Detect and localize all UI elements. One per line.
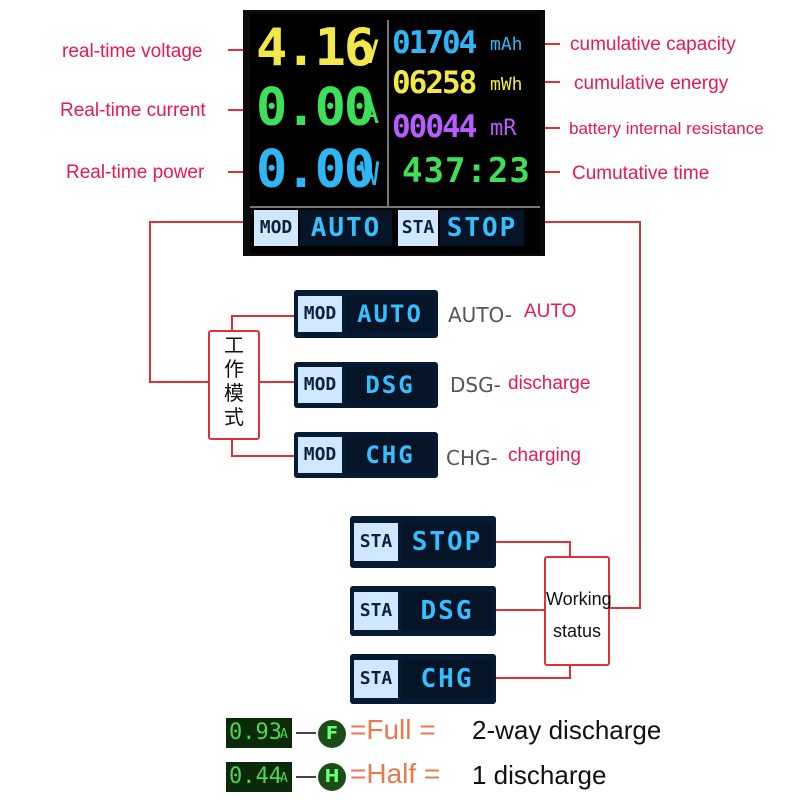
work-mode-char-4: 式 [224, 407, 244, 429]
work-mode-char-2: 作 [224, 359, 244, 381]
status-value: STOP [402, 523, 492, 561]
legend-arrow-full [296, 732, 316, 734]
current-unit: A [360, 93, 380, 131]
legend-reading-unit: A [280, 771, 288, 786]
legend-desc-full: 2-way discharge [472, 715, 662, 745]
status-tag: STA [354, 660, 398, 698]
label-energy: cumulative energy [574, 73, 729, 94]
mode-value: CHG [346, 437, 434, 473]
capacity-unit: mAh [490, 34, 523, 55]
legend-reading-full: 0.93 A [226, 718, 292, 748]
energy-unit: mWh [490, 74, 523, 95]
label-current: Real-time current [60, 100, 206, 121]
voltage-unit: V [360, 33, 380, 71]
legend-reading-value: 0.93 [229, 720, 282, 745]
legend-reading-unit: A [280, 727, 288, 742]
status-panel-dsg: STA DSG [350, 586, 496, 636]
mode-value: AUTO [346, 296, 434, 332]
label-time: Cumutative time [572, 163, 710, 184]
time-readout: 437:23 [402, 151, 531, 191]
mode-code-dsg: DSG- [450, 373, 501, 397]
mode-panel-chg: MOD CHG [294, 432, 438, 478]
working-status-line-1: Working [546, 589, 612, 609]
voltage-readout: 4.16 [256, 18, 375, 78]
current-readout: 0.00 [256, 78, 375, 138]
work-mode-char-1: 工 [224, 335, 244, 357]
mode-code-chg: CHG- [446, 446, 498, 470]
status-panel-chg: STA CHG [350, 654, 496, 704]
power-readout: 0.00 [256, 140, 375, 200]
mode-panel-auto: MOD AUTO [294, 290, 438, 338]
status-panel-stop: STA STOP [350, 516, 496, 568]
energy-readout: 06258 [392, 65, 477, 101]
capacity-readout: 01704 [392, 25, 477, 61]
resistance-unit: mR [490, 116, 517, 141]
status-value: DSG [402, 592, 492, 630]
mode-code-auto: AUTO- [448, 303, 513, 327]
legend-reading-half: 0.44 A [226, 762, 292, 792]
status-tag: STA [354, 592, 398, 630]
legend-desc-half: 1 discharge [472, 760, 607, 790]
work-mode-char-3: 模 [224, 383, 244, 405]
legend-word-full: =Full = [350, 714, 436, 745]
label-voltage: real-time voltage [62, 41, 203, 62]
lcd-status-line [250, 206, 540, 208]
label-resistance: battery internal resistance [569, 119, 764, 138]
status-mode-tag: MOD [254, 210, 298, 246]
mode-desc-auto: AUTO [524, 301, 577, 322]
lcd-screen: 4.16 V 0.00 A 0.00 W 01704 mAh 06258 mWh… [250, 14, 540, 254]
legend-word-half: =Half = [350, 758, 441, 789]
work-mode-box: 工 作 模 式 [208, 330, 260, 440]
status-tag: STA [354, 523, 398, 561]
mode-desc-dsg: discharge [508, 373, 591, 394]
legend-arrow-half [296, 776, 316, 778]
legend-reading-value: 0.44 [229, 764, 282, 789]
mode-tag: MOD [298, 437, 342, 473]
mode-tag: MOD [298, 296, 342, 332]
status-state-tag: STA [398, 210, 438, 246]
status-state-value: STOP [440, 210, 524, 246]
label-capacity: cumulative capacity [570, 34, 736, 55]
label-power: Real-time power [66, 162, 205, 183]
status-value: CHG [402, 660, 492, 698]
power-unit: W [360, 155, 380, 193]
status-mode-value: AUTO [300, 210, 392, 246]
lcd-divider [387, 20, 389, 206]
mode-panel-dsg: MOD DSG [294, 362, 438, 408]
mode-desc-chg: charging [508, 445, 581, 466]
full-badge-icon: F [318, 720, 346, 748]
working-status-box: Working status [544, 556, 612, 666]
mode-value: DSG [346, 367, 434, 403]
mode-tag: MOD [298, 367, 342, 403]
resistance-readout: 00044 [392, 109, 477, 145]
half-badge-icon: H [318, 763, 346, 791]
working-status-line-2: status [552, 621, 602, 641]
